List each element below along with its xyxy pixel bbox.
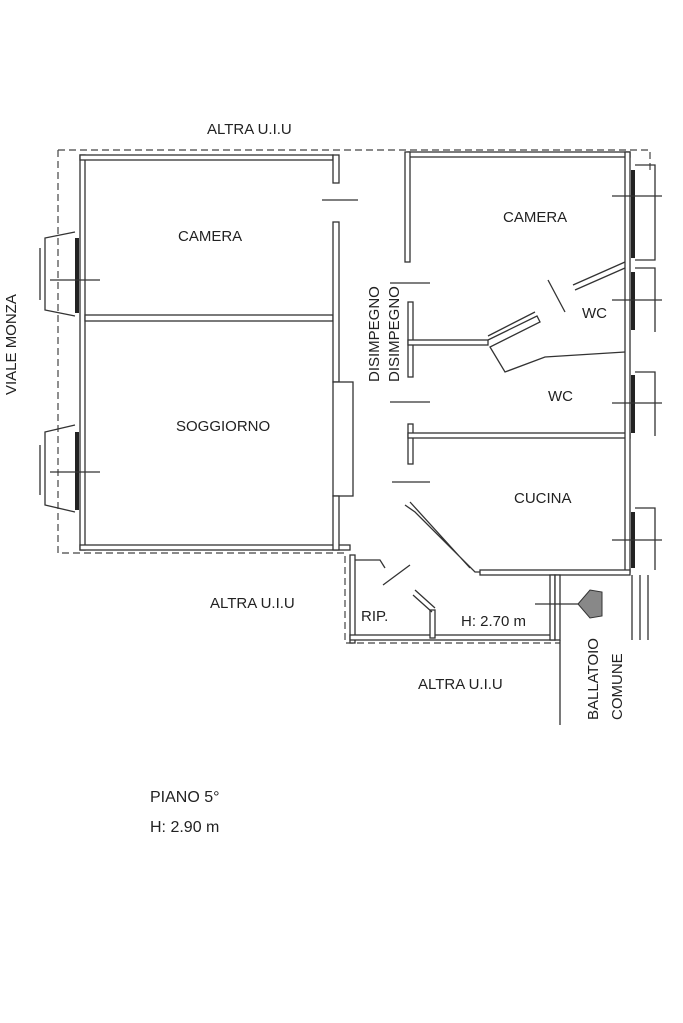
neighbor-bottom-right-label: ALTRA U.I.U: [418, 676, 503, 693]
floor-label: PIANO 5°: [150, 789, 220, 806]
property-boundary: [57, 149, 651, 644]
ballatoio-label: BALLATOIO: [585, 638, 602, 720]
neighbor-top-label: ALTRA U.I.U: [207, 121, 292, 138]
room-wc-1: WC: [582, 305, 607, 322]
room-disimpegno: DISIMPEGNO: [386, 286, 403, 382]
walls: [39, 151, 662, 725]
comune-label: COMUNE: [609, 653, 626, 720]
room-camera-left: CAMERA: [178, 228, 242, 245]
neighbor-bottom-left-label: ALTRA U.I.U: [210, 595, 295, 612]
room-disimpegno: DISIMPEGNO: [366, 286, 383, 382]
room-ripostiglio: RIP.: [361, 608, 388, 625]
room-soggiorno: SOGGIORNO: [176, 418, 270, 435]
entrance-arrow-icon: [577, 589, 603, 619]
room-wc-2: WC: [548, 388, 573, 405]
local-height-label: H: 2.70 m: [461, 613, 526, 630]
room-cucina: CUCINA: [514, 490, 572, 507]
street-label: VIALE MONZA: [3, 294, 20, 395]
floor-height-label: H: 2.90 m: [150, 819, 219, 836]
room-camera-right: CAMERA: [503, 209, 567, 226]
